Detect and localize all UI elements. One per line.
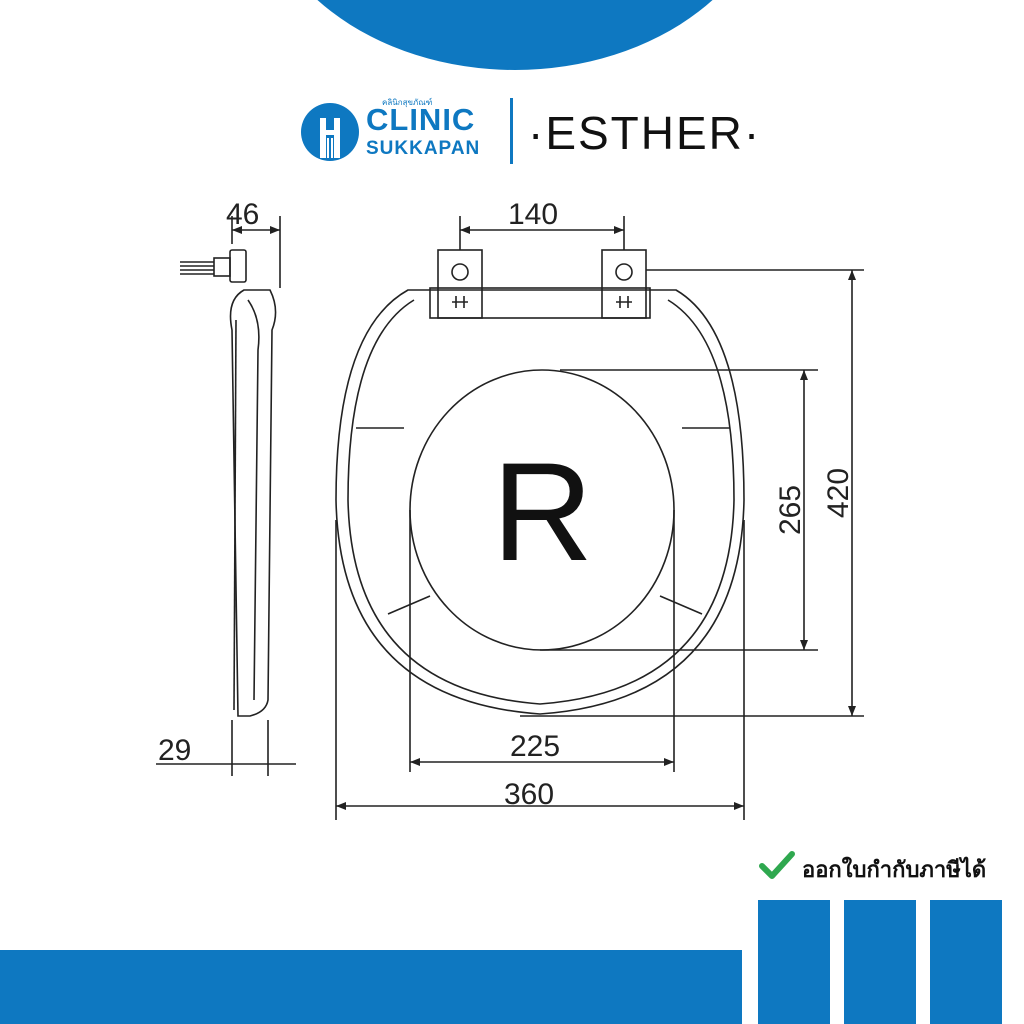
esther-wordmark: ·ESTHER· — [528, 107, 761, 159]
check-icon — [759, 851, 795, 879]
dim-inner-width: 225 — [510, 730, 560, 763]
decor-block-3 — [930, 900, 1002, 1024]
clinic-logo-icon — [301, 103, 359, 161]
bottom-bar — [0, 950, 742, 1024]
side-profile-outline — [229, 289, 277, 717]
invoice-text: ออกใบกำกับภาษีได้ — [802, 857, 987, 882]
clinic-subname: SUKKAPAN — [366, 138, 481, 159]
dim-hinge-spacing: 140 — [508, 198, 558, 231]
dim-total-height: 420 — [822, 468, 855, 518]
dim-total-width: 360 — [504, 778, 554, 811]
clinic-name: CLINIC — [366, 102, 476, 137]
model-letter: R — [492, 433, 593, 590]
clinic-thai-label: คลินิกสุขภัณฑ์ — [382, 98, 433, 107]
esther-logo: ·ESTHER· — [528, 107, 761, 159]
dim-side-top: 46 — [226, 198, 259, 231]
dim-inner-height: 265 — [774, 485, 807, 535]
brand-header: คลินิกสุขภัณฑ์ CLINIC SUKKAPAN ·ESTHER· — [300, 96, 770, 168]
seat-outer-outline — [335, 289, 745, 715]
dim-side-bottom: 29 — [158, 734, 191, 767]
decor-block-1 — [758, 900, 830, 1024]
brand-divider — [510, 98, 513, 164]
decor-block-2 — [844, 900, 916, 1024]
